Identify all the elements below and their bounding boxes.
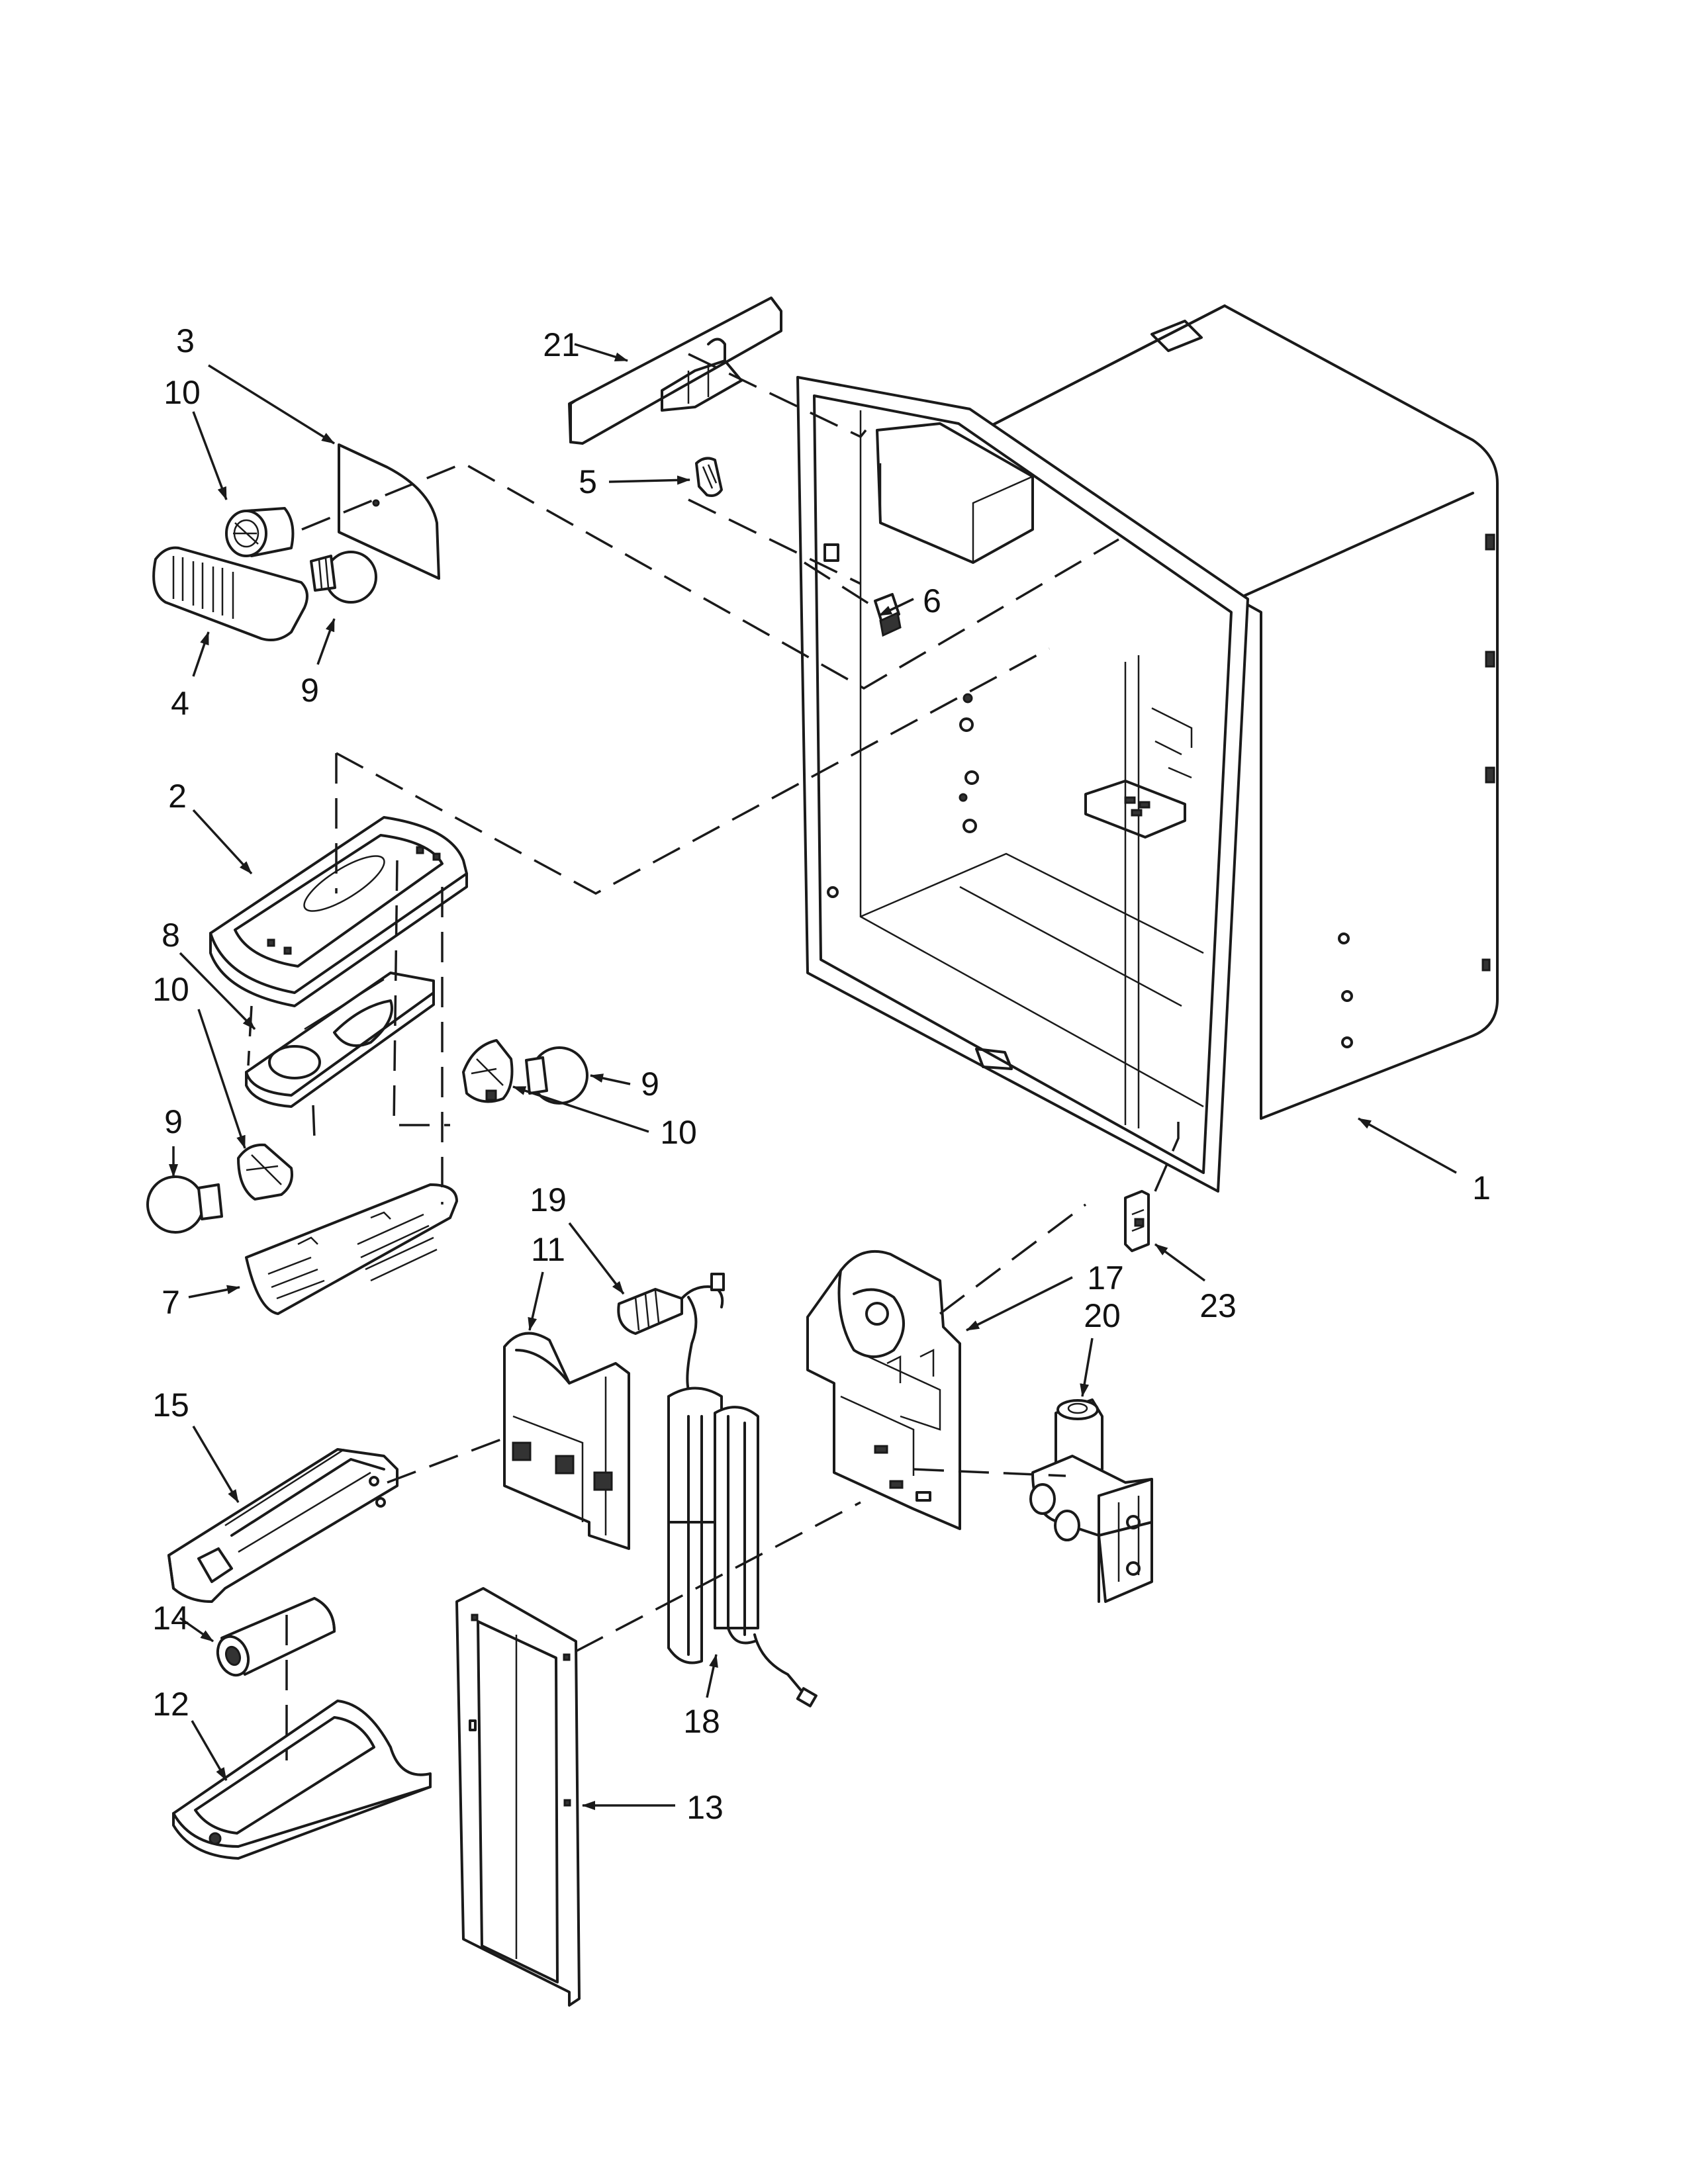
part-10-socket-left bbox=[237, 1143, 293, 1201]
part-8-diffuser bbox=[245, 972, 435, 1108]
callout-15: 15 bbox=[152, 1387, 189, 1424]
part-3-shield bbox=[338, 443, 440, 580]
part-9-bulb-left bbox=[146, 1175, 223, 1234]
part-9-bulb-upper bbox=[310, 551, 377, 604]
callout-9-upper: 9 bbox=[301, 672, 319, 709]
callout-9-right: 9 bbox=[641, 1066, 659, 1103]
callout-12: 12 bbox=[152, 1686, 189, 1723]
part-21-cover bbox=[568, 296, 782, 445]
part-15-filter-housing bbox=[167, 1448, 399, 1603]
callout-21: 21 bbox=[543, 326, 580, 363]
callout-17: 17 bbox=[1087, 1259, 1124, 1297]
callout-labels: 1 2 3 4 5 6 7 8 9 9 9 10 10 10 11 12 13 … bbox=[152, 322, 1491, 1826]
callout-10-upper: 10 bbox=[164, 374, 201, 411]
callout-19: 19 bbox=[530, 1181, 567, 1218]
part-2-housing bbox=[209, 816, 468, 1007]
callout-8: 8 bbox=[162, 917, 180, 954]
part-7-lens-lower bbox=[245, 1183, 458, 1315]
callout-18: 18 bbox=[683, 1703, 720, 1740]
callout-6: 6 bbox=[923, 582, 941, 619]
part-17-plate bbox=[806, 1250, 961, 1530]
part-10-socket-right bbox=[462, 1039, 514, 1103]
part-1-liner bbox=[796, 304, 1499, 1193]
callout-11: 11 bbox=[531, 1231, 565, 1268]
part-12-tray bbox=[172, 1700, 432, 1860]
callout-14: 14 bbox=[152, 1600, 189, 1637]
callout-13: 13 bbox=[686, 1789, 724, 1826]
part-14-filter bbox=[216, 1597, 336, 1677]
callout-2: 2 bbox=[168, 778, 187, 815]
part-19-plug bbox=[617, 1273, 725, 1335]
callout-4: 4 bbox=[171, 685, 189, 722]
part-9-bulb-right bbox=[525, 1046, 588, 1105]
part-13-side-panel bbox=[455, 1587, 581, 2007]
part-23-clip bbox=[1124, 1190, 1150, 1252]
part-5-knob bbox=[695, 457, 723, 497]
callout-23: 23 bbox=[1199, 1287, 1237, 1324]
callout-5: 5 bbox=[579, 463, 597, 500]
callout-20: 20 bbox=[1084, 1297, 1121, 1334]
callout-10-left: 10 bbox=[152, 971, 189, 1008]
part-11-bracket bbox=[503, 1332, 630, 1550]
callout-1: 1 bbox=[1472, 1169, 1491, 1206]
callout-10-right: 10 bbox=[660, 1114, 697, 1151]
callout-7: 7 bbox=[162, 1284, 180, 1321]
part-18-heater bbox=[667, 1296, 818, 1707]
leader-arrows bbox=[169, 343, 1457, 1810]
part-10-socket-upper bbox=[225, 507, 295, 557]
assembly-lines bbox=[247, 353, 1180, 1760]
part-4-lens-upper bbox=[152, 546, 308, 641]
callout-3: 3 bbox=[176, 322, 195, 359]
callout-9-left: 9 bbox=[164, 1103, 183, 1140]
part-20-valve bbox=[1029, 1398, 1153, 1603]
